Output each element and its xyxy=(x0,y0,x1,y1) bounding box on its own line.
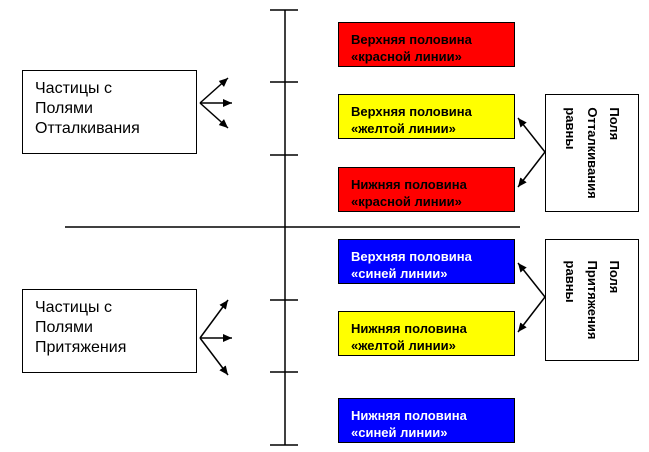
attraction-particles-box: Частицы с Полями Притяжения xyxy=(22,289,197,373)
bar-line: Верхняя половина xyxy=(351,32,472,47)
bar-line: «желтой линии» xyxy=(351,338,456,353)
label-line: Полями xyxy=(35,319,93,336)
arrow xyxy=(517,151,546,188)
arrow xyxy=(517,296,546,333)
arrow xyxy=(199,299,229,339)
bar-line: «красной линии» xyxy=(351,194,462,209)
note-text: Поля Притяжения равны xyxy=(559,261,625,340)
label-line: Отталкивания xyxy=(35,120,140,137)
bar-red-lower: Нижняя половина «красной линии» xyxy=(338,167,515,212)
bar-line: Нижняя половина xyxy=(351,321,467,336)
note-line: Отталкивания xyxy=(585,107,600,199)
note-line: равны xyxy=(563,260,578,303)
label-line: Частицы с xyxy=(35,80,112,97)
arrow xyxy=(517,117,546,153)
bar-yellow-lower: Нижняя половина «желтой линии» xyxy=(338,311,515,356)
arrow xyxy=(199,102,229,129)
label-line: Частицы с xyxy=(35,299,112,316)
repulsion-particles-box: Частицы с Полями Отталкивания xyxy=(22,70,197,154)
bar-line: Верхняя половина xyxy=(351,249,472,264)
arrow xyxy=(199,77,229,104)
bar-blue-upper: Верхняя половина «синей линии» xyxy=(338,239,515,284)
bar-red-upper: Верхняя половина «красной линии» xyxy=(338,22,515,67)
note-line: равны xyxy=(563,107,578,150)
arrow xyxy=(517,262,546,298)
bar-line: «красной линии» xyxy=(351,49,462,64)
bar-line: Верхняя половина xyxy=(351,104,472,119)
note-text: Поля Отталкивания равны xyxy=(559,107,625,198)
bar-blue-lower: Нижняя половина «синей линии» xyxy=(338,398,515,443)
bar-line: «синей линии» xyxy=(351,266,448,281)
label-line: Притяжения xyxy=(35,339,127,356)
repulsion-fields-note: Поля Отталкивания равны xyxy=(545,94,639,212)
bar-line: Нижняя половина xyxy=(351,177,467,192)
bar-line: Нижняя половина xyxy=(351,408,467,423)
arrow xyxy=(199,337,229,376)
note-line: Поля xyxy=(607,260,622,294)
bar-line: «желтой линии» xyxy=(351,121,456,136)
note-line: Поля xyxy=(607,107,622,141)
note-line: Притяжения xyxy=(585,260,600,340)
bar-line: «синей линии» xyxy=(351,425,448,440)
attraction-fields-note: Поля Притяжения равны xyxy=(545,239,639,361)
label-line: Полями xyxy=(35,100,93,117)
bar-yellow-upper: Верхняя половина «желтой линии» xyxy=(338,94,515,139)
